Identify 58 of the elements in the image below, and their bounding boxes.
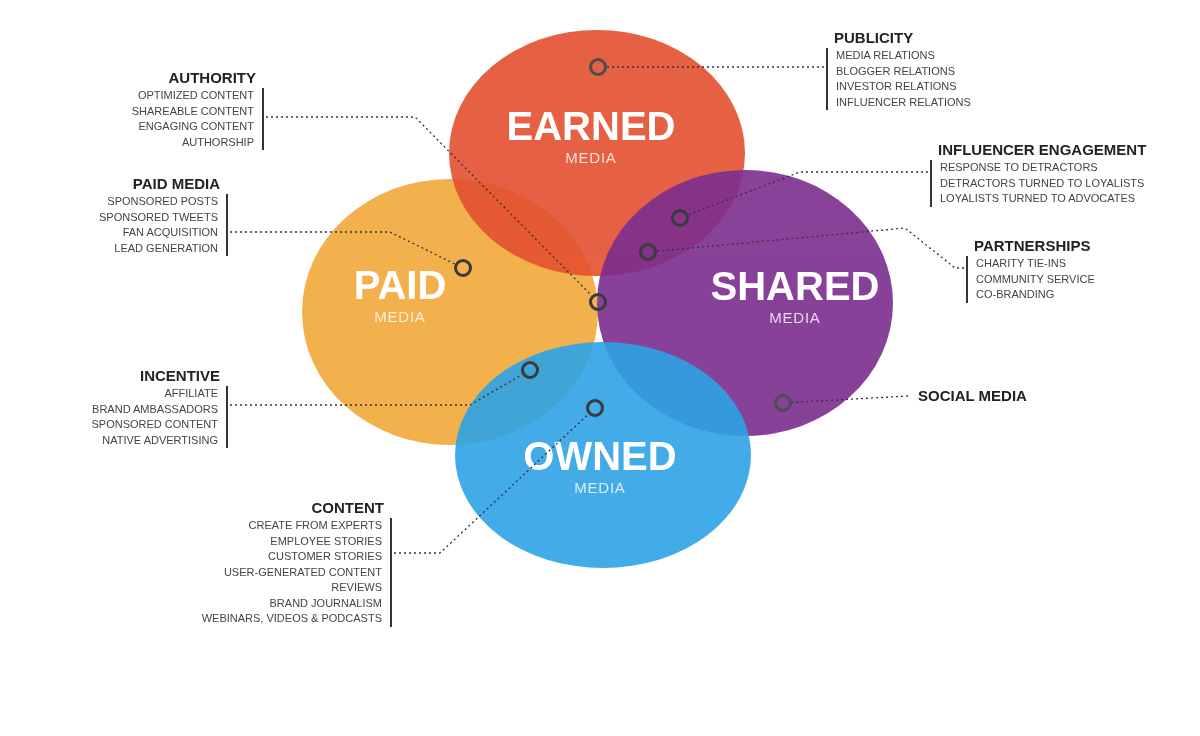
marker-ring <box>639 243 657 261</box>
marker-ring <box>521 361 539 379</box>
callout-item: CO-BRANDING <box>976 287 1055 302</box>
ellipse-title: PAID <box>353 262 447 308</box>
marker-ring <box>589 58 607 76</box>
callout-item: INVESTOR RELATIONS <box>836 79 957 94</box>
callout-item: MEDIA RELATIONS <box>836 48 935 63</box>
callout-item: LEAD GENERATION <box>114 240 218 256</box>
ellipse-subtitle: MEDIA <box>769 309 821 327</box>
callout-item: FAN ACQUISITION <box>122 225 218 240</box>
leader-line <box>606 66 825 68</box>
callout-heading: INFLUENCER ENGAGEMENT <box>937 140 1148 160</box>
callout-item: EMPLOYEE STORIES <box>270 533 382 549</box>
callout-heading: PUBLICITY <box>833 28 915 48</box>
callout-heading: SOCIAL MEDIA <box>917 386 1028 406</box>
callout-item: AFFILIATE <box>164 386 218 401</box>
callout-heading: CONTENT <box>310 498 385 518</box>
callout-item: DETRACTORS TURNED TO LOYALISTS <box>940 175 1145 191</box>
marker-ring <box>671 209 689 227</box>
callout-heading: PAID MEDIA <box>131 174 221 194</box>
callout-item: NATIVE ADVERTISING <box>102 432 218 448</box>
callout-item: BRAND AMBASSADORS <box>92 401 218 417</box>
callout-heading: INCENTIVE <box>139 366 221 386</box>
marker-ring <box>454 259 472 277</box>
callout-item: WEBINARS, VIDEOS & PODCASTS <box>201 611 382 626</box>
callout-item: CHARITY TIE-INS <box>976 256 1067 271</box>
callout-item: CUSTOMER STORIES <box>268 549 382 564</box>
ellipse-subtitle: MEDIA <box>565 149 617 167</box>
callout-item: SPONSORED TWEETS <box>99 209 218 225</box>
callout-item: RESPONSE TO DETRACTORS <box>940 160 1098 175</box>
callout-item: ENGAGING CONTENT <box>138 119 254 134</box>
callout-item: SHAREABLE CONTENT <box>131 103 254 119</box>
callout-item: CREATE FROM EXPERTS <box>248 518 382 533</box>
callout-item: USER-GENERATED CONTENT <box>223 564 382 580</box>
callout-item: BLOGGER RELATIONS <box>836 63 955 79</box>
leader-line <box>656 227 965 269</box>
callout-item: LOYALISTS TURNED TO ADVOCATES <box>940 191 1136 206</box>
callout-item: SPONSORED CONTENT <box>91 417 218 432</box>
callout-item: AUTHORSHIP <box>181 134 254 150</box>
callout-heading: PARTNERSHIPS <box>973 236 1092 256</box>
ellipse-title: SHARED <box>710 263 880 309</box>
callout-heading: AUTHORITY <box>167 68 257 88</box>
callout-item: BRAND JOURNALISM <box>269 595 382 611</box>
ellipse-title: EARNED <box>506 103 676 149</box>
leader-line <box>791 395 909 404</box>
ellipse-subtitle: MEDIA <box>374 308 426 326</box>
leader-line <box>229 231 456 265</box>
leader-line <box>687 171 929 216</box>
ellipse-title: OWNED <box>523 433 677 479</box>
callout-item: INFLUENCER RELATIONS <box>836 94 971 110</box>
callout-item: OPTIMIZED CONTENT <box>137 88 254 103</box>
callout-item: REVIEWS <box>331 580 382 595</box>
marker-ring <box>774 394 792 412</box>
callout-item: SPONSORED POSTS <box>107 194 218 209</box>
leader-line <box>393 413 590 554</box>
marker-ring <box>589 293 607 311</box>
callout-item: COMMUNITY SERVICE <box>976 271 1095 287</box>
ellipse-subtitle: MEDIA <box>574 479 626 497</box>
